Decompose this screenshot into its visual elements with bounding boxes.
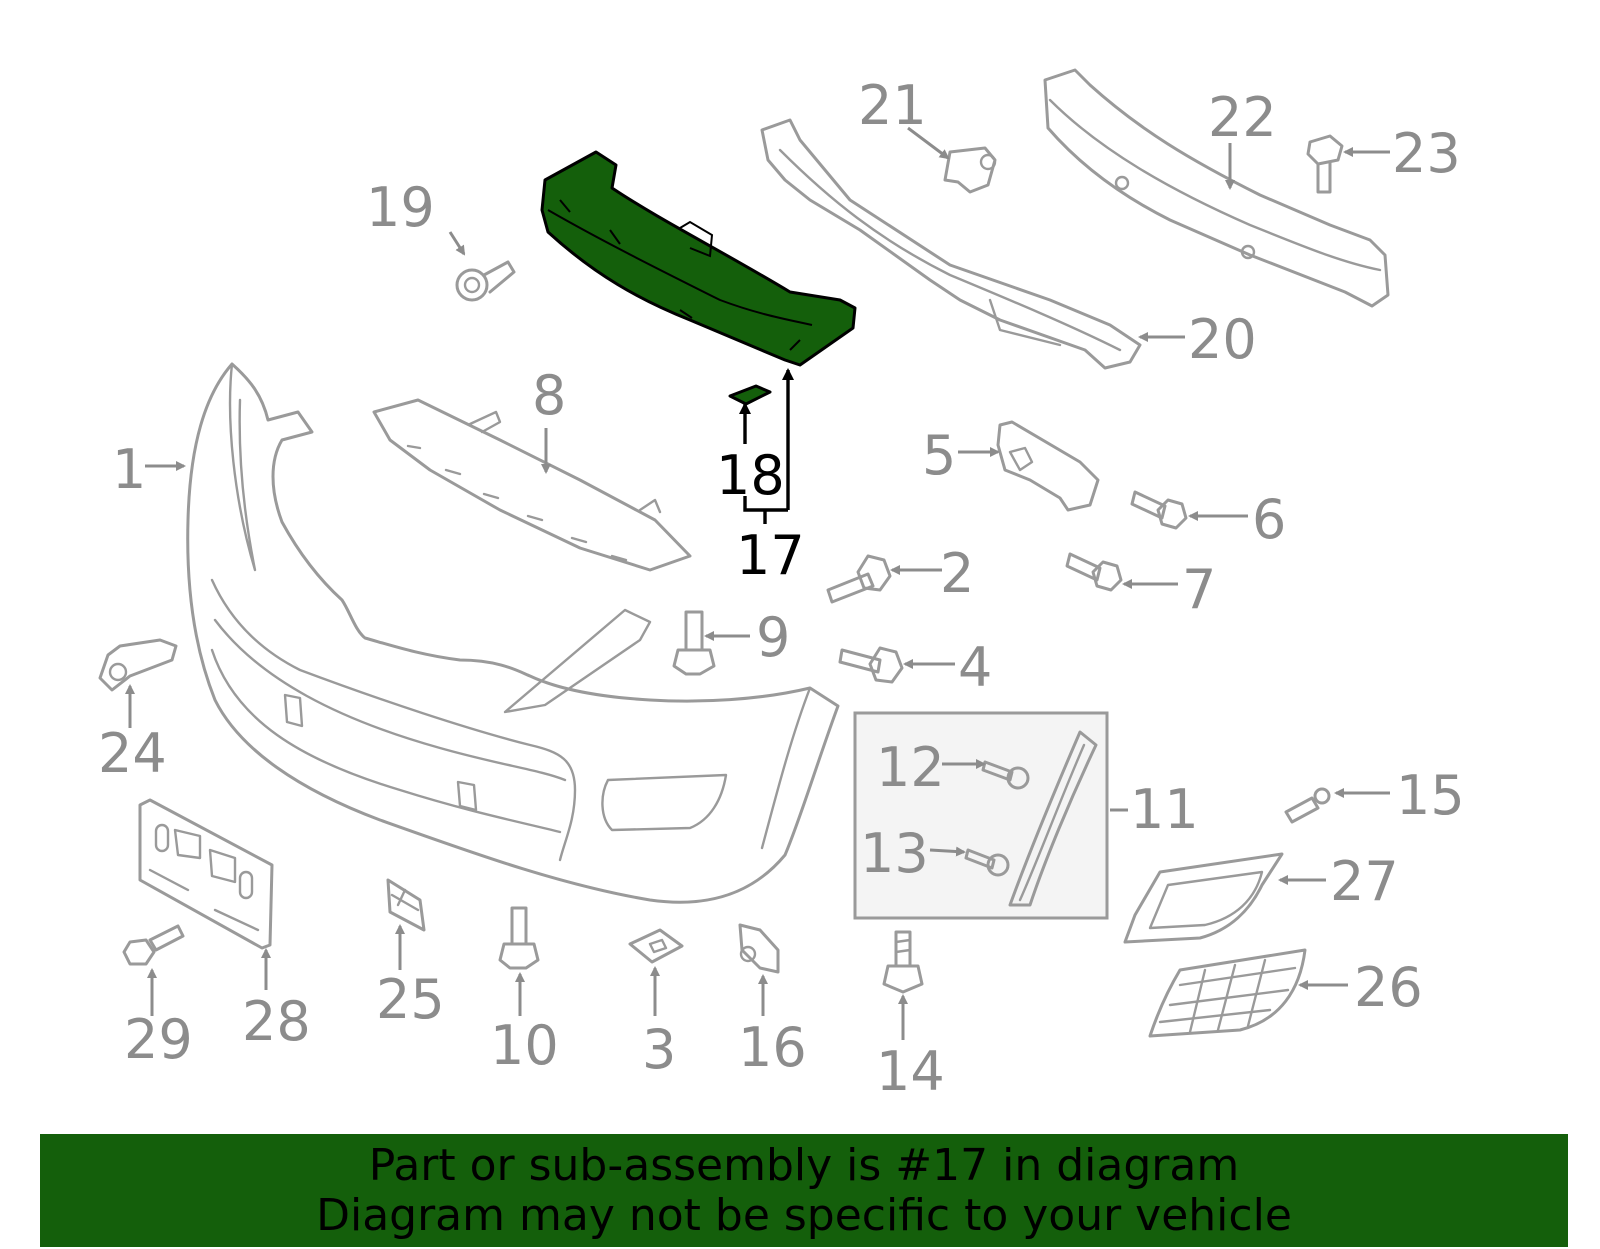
- callout-7: 7: [1182, 558, 1216, 621]
- bolt-part-10: [498, 906, 540, 970]
- nut-part-3: [628, 928, 684, 964]
- reinforcement-part-22: [1043, 68, 1390, 308]
- callout-27: 27: [1330, 850, 1399, 913]
- leader-lines: [125, 126, 1390, 1040]
- energy-absorber-part-highlighted: [540, 150, 857, 367]
- molding-assembly-part-11: [853, 711, 1109, 920]
- callout-22: 22: [1208, 86, 1277, 149]
- callout-29: 29: [124, 1008, 193, 1071]
- grille-insert-part-26: [1148, 948, 1307, 1038]
- callout-21: 21: [858, 74, 927, 137]
- callout-5: 5: [922, 424, 956, 487]
- clip-plate-part-25: [386, 878, 426, 932]
- pad-part-18: [728, 384, 772, 406]
- info-banner: Part or sub-assembly is #17 in diagram D…: [40, 1134, 1568, 1247]
- callout-9: 9: [756, 606, 790, 669]
- bolt-part-2: [826, 554, 892, 604]
- callout-8: 8: [532, 364, 566, 427]
- screw-part-13: [964, 848, 1010, 877]
- callout-16: 16: [738, 1016, 807, 1079]
- callout-17: 17: [736, 524, 805, 587]
- clip-part-24: [98, 638, 178, 692]
- clip-part-16: [738, 923, 780, 974]
- callout-1: 1: [112, 438, 146, 501]
- callout-14: 14: [876, 1040, 945, 1103]
- bumper-cover-part: [186, 362, 840, 904]
- fog-bezel-part-27: [1123, 852, 1284, 944]
- callout-15: 15: [1396, 764, 1465, 827]
- clip-part-15: [1284, 787, 1331, 824]
- callout-13: 13: [860, 822, 929, 885]
- screw-part-14: [882, 930, 924, 994]
- callout-6: 6: [1252, 488, 1286, 551]
- callout-11: 11: [1130, 778, 1199, 841]
- bolt-part-29: [122, 924, 185, 966]
- callout-19: 19: [366, 176, 435, 239]
- banner-line-part-number: Part or sub-assembly is #17 in diagram: [368, 1139, 1240, 1191]
- grille-strip-part: [372, 398, 692, 572]
- bolt-part-7: [1065, 552, 1123, 592]
- bolt-part-4: [838, 646, 904, 684]
- callout-12: 12: [876, 736, 945, 799]
- callout-23: 23: [1392, 122, 1461, 185]
- callout-20: 20: [1188, 308, 1257, 371]
- callout-25: 25: [376, 968, 445, 1031]
- stud-part-9: [672, 610, 716, 676]
- retainer-clip-part-21: [943, 146, 997, 194]
- callout-18: 18: [716, 444, 785, 507]
- callout-3: 3: [642, 1018, 676, 1081]
- highlight-leader-bracket: [739, 368, 794, 524]
- bolt-part-23: [1306, 134, 1344, 194]
- callout-28: 28: [242, 990, 311, 1053]
- callout-26: 26: [1354, 956, 1423, 1019]
- license-bracket-part-28: [138, 798, 274, 950]
- absorber-bracket-part-20: [760, 118, 1142, 370]
- callout-labels: 1 2 3 4 5 6 7 8 9 10 11 12 13 14 15 16 1…: [98, 74, 1465, 1103]
- callout-4: 4: [958, 636, 992, 699]
- callout-24: 24: [98, 722, 167, 785]
- push-clip-part-19: [455, 260, 516, 302]
- banner-background: [40, 1134, 1568, 1247]
- banner-line-disclaimer: Diagram may not be specific to your vehi…: [316, 1189, 1292, 1241]
- side-bracket-part-5: [996, 420, 1100, 512]
- callout-10: 10: [490, 1014, 559, 1077]
- callout-2: 2: [940, 542, 974, 605]
- bolt-part-6: [1130, 490, 1188, 530]
